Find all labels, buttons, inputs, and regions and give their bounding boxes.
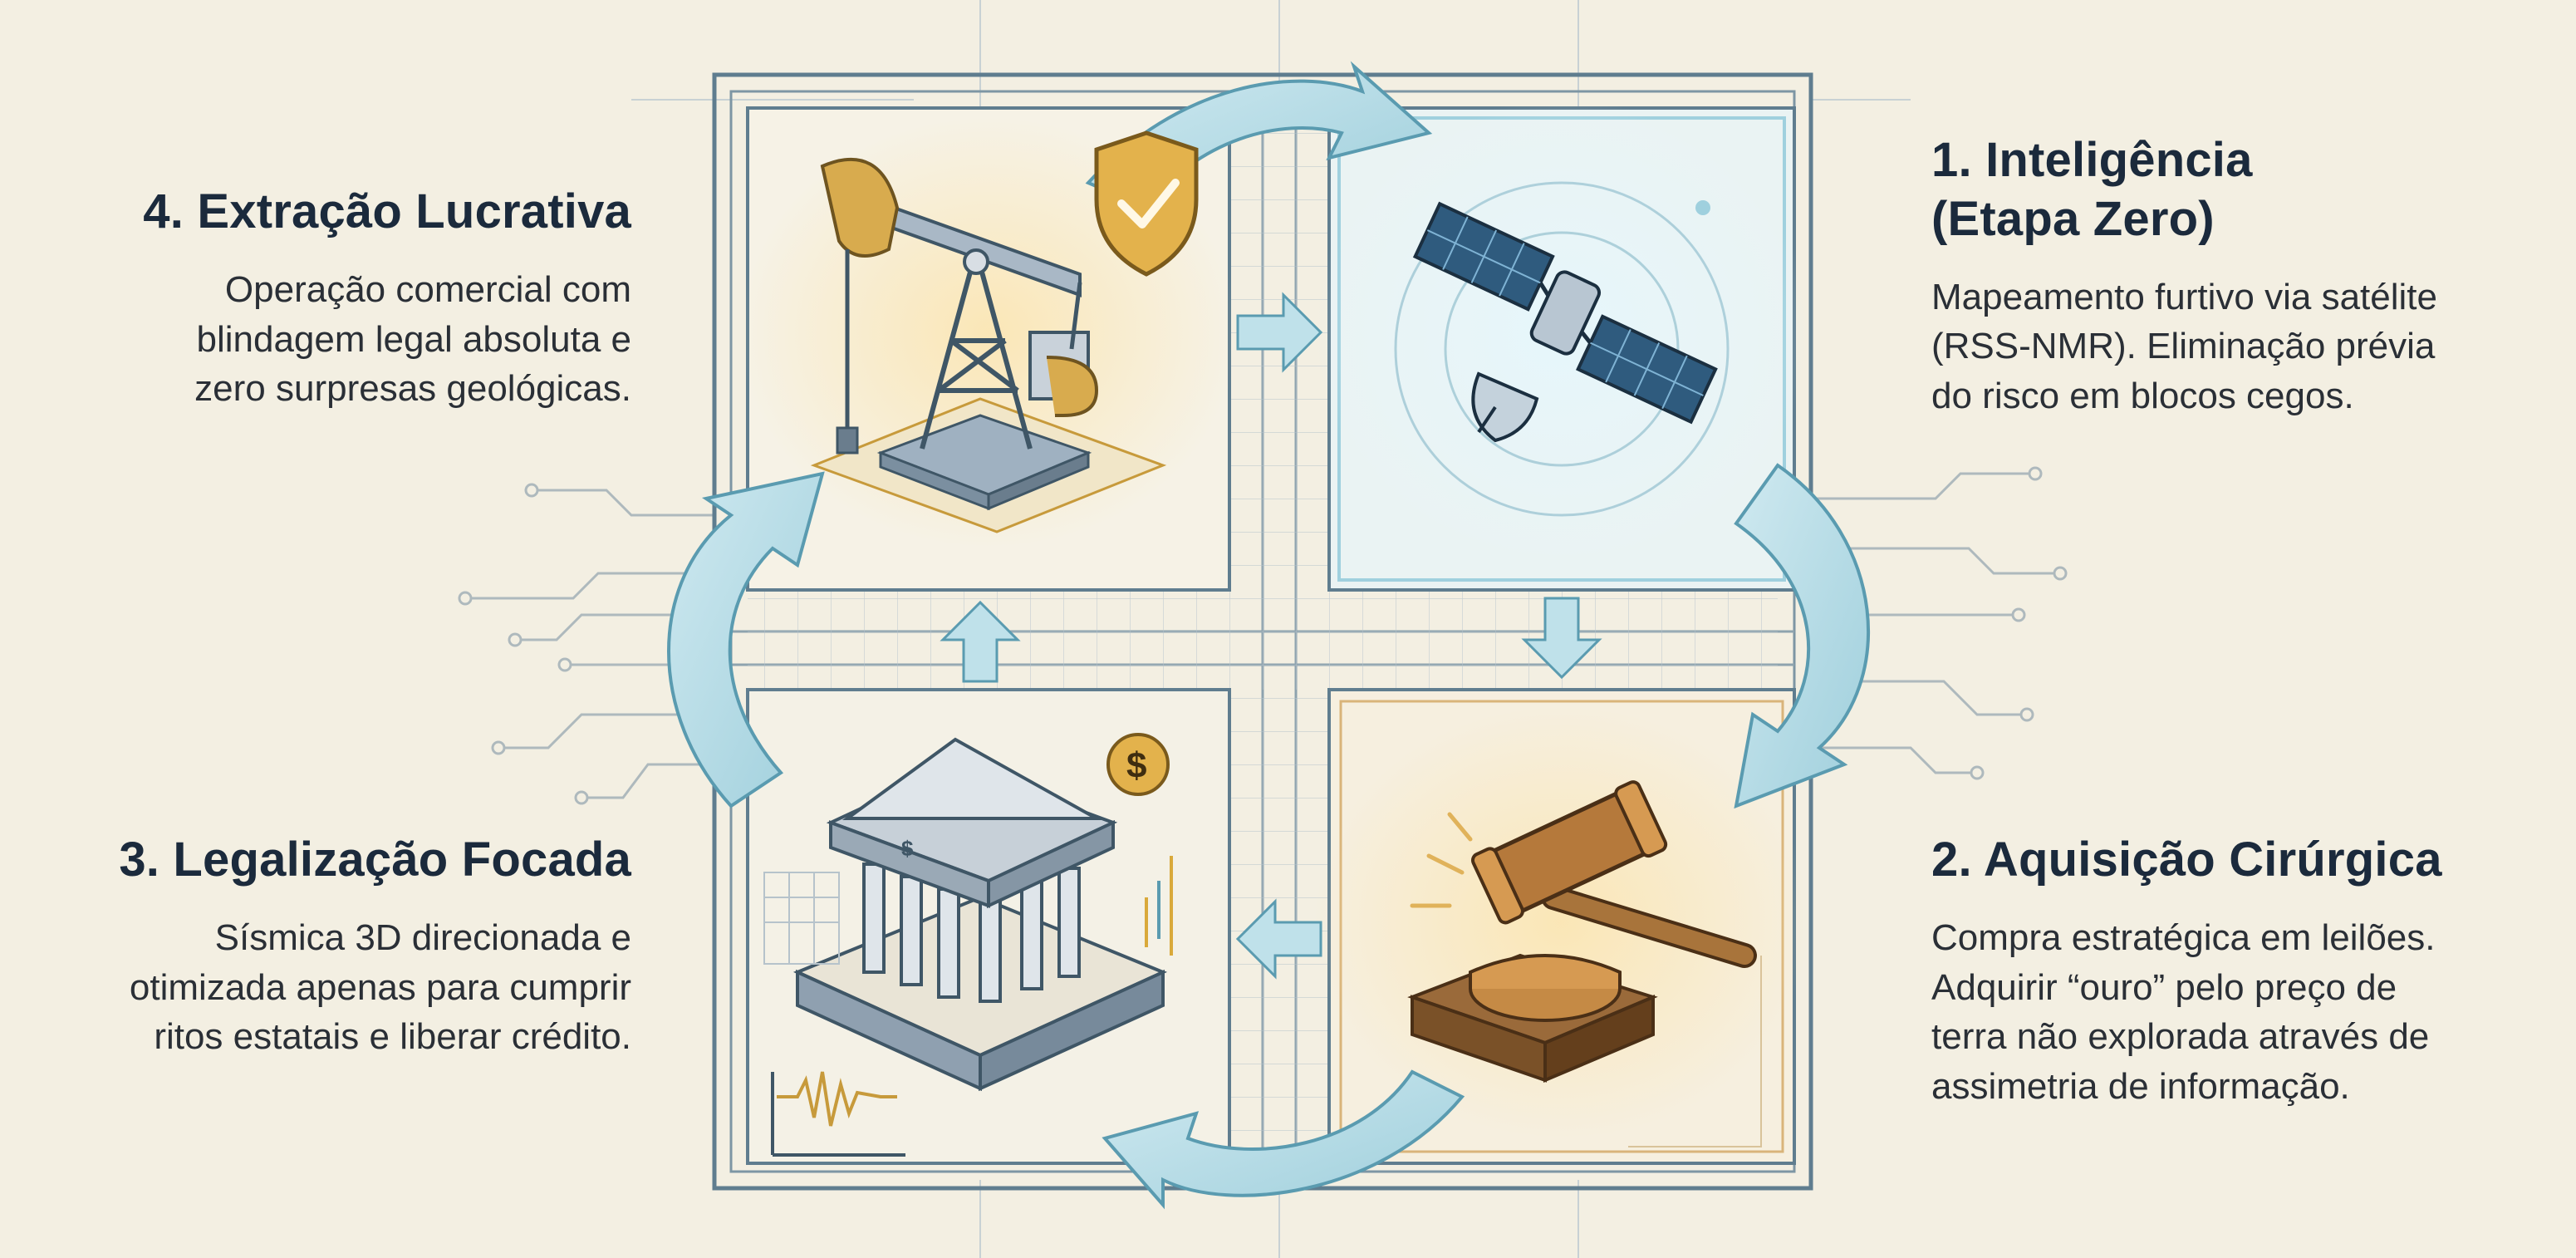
stage-3-title: 3. Legalização Focada bbox=[119, 833, 631, 887]
grid-top-gap bbox=[1229, 125, 1329, 590]
satellite-icon bbox=[1412, 200, 1718, 443]
bank-icon: $ bbox=[792, 737, 1168, 1092]
cycle-arrow-left bbox=[667, 471, 825, 808]
stage-1-description: Mapeamento furtivo via satélite (RSS-NMR… bbox=[1931, 276, 2437, 417]
bar-chart-icon bbox=[1145, 856, 1173, 956]
circuit-nodes-left bbox=[458, 483, 589, 805]
stage-2-description: Compra estratégica em leilões. Adquirir … bbox=[1931, 916, 2436, 1108]
coin-icon: $ bbox=[1106, 733, 1170, 796]
stage-2-block: 2. Aquisição Cirúrgica Compra estratégic… bbox=[1931, 831, 2571, 1112]
seismic-wave-icon bbox=[771, 1071, 905, 1157]
shield-check-icon bbox=[1094, 130, 1199, 277]
panel-aquisicao bbox=[1313, 688, 1811, 1165]
stage-2-title: 2. Aquisição Cirúrgica bbox=[1931, 833, 2442, 887]
flow-arrow-right bbox=[1236, 292, 1323, 373]
stage-1-title: 1. Inteligência (Etapa Zero) bbox=[1931, 133, 2253, 246]
pumpjack-icon bbox=[810, 157, 1167, 533]
gavel-icon bbox=[1407, 780, 1757, 1084]
stage-3-description: Sísmica 3D direcionada e otimizada apena… bbox=[129, 916, 631, 1058]
stage-4-title: 4. Extração Lucrativa bbox=[143, 184, 631, 238]
stage-4-description: Operação comercial com blindagem legal a… bbox=[194, 268, 631, 410]
svg-text:$: $ bbox=[1126, 745, 1146, 786]
grid-middle-band bbox=[748, 590, 1778, 690]
flow-arrow-down bbox=[1521, 597, 1602, 680]
stage-1-block: 1. Inteligência (Etapa Zero) Mapeamento … bbox=[1931, 131, 2563, 421]
circuit-traces-right bbox=[1811, 472, 2060, 774]
flow-arrow-up bbox=[940, 600, 1021, 683]
circuit-nodes-right bbox=[1970, 466, 2068, 780]
stage-3-block: 3. Legalização Focada Sísmica 3D direcio… bbox=[33, 831, 631, 1062]
grid-squares-decor-right bbox=[1628, 956, 1762, 1147]
stage-4-block: 4. Extração Lucrativa Operação comercial… bbox=[50, 183, 631, 414]
cycle-arrow-bottom bbox=[1102, 1069, 1465, 1210]
svg-text:$: $ bbox=[901, 836, 914, 861]
cycle-arrow-right bbox=[1734, 463, 1870, 809]
grid-squares-decor bbox=[763, 872, 840, 965]
flow-arrow-left bbox=[1235, 898, 1322, 980]
